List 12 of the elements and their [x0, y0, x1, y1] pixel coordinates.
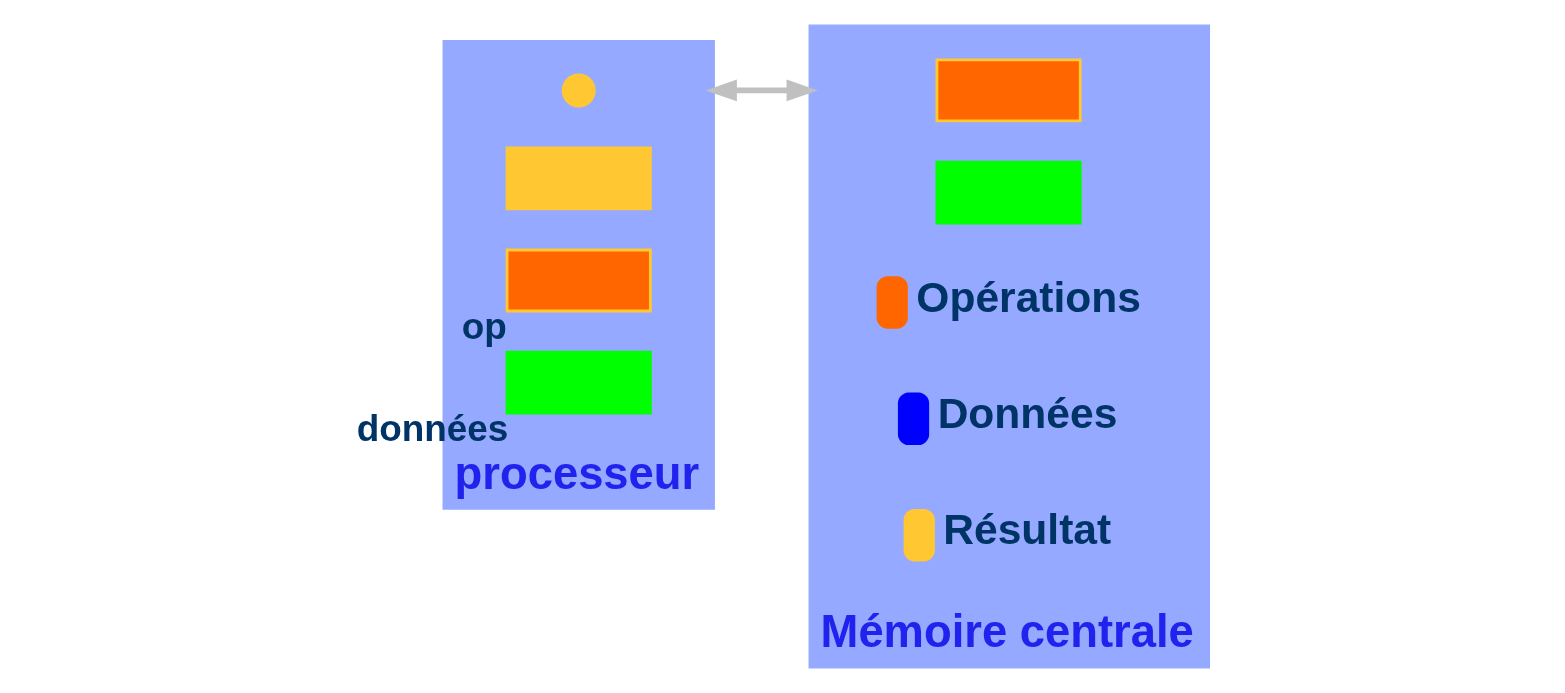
node-box	[505, 350, 652, 415]
node-box	[505, 146, 652, 211]
node-box	[935, 58, 1082, 123]
legend-label: Opérations	[915, 272, 1141, 321]
arrow	[705, 79, 818, 102]
legend-label: Données	[937, 389, 1117, 438]
node-box	[935, 160, 1082, 225]
legend-label: Résultat	[942, 505, 1111, 554]
node-circle	[561, 73, 596, 108]
node-label: op	[461, 306, 507, 348]
node-box	[505, 248, 652, 313]
node-label: données	[356, 408, 508, 450]
